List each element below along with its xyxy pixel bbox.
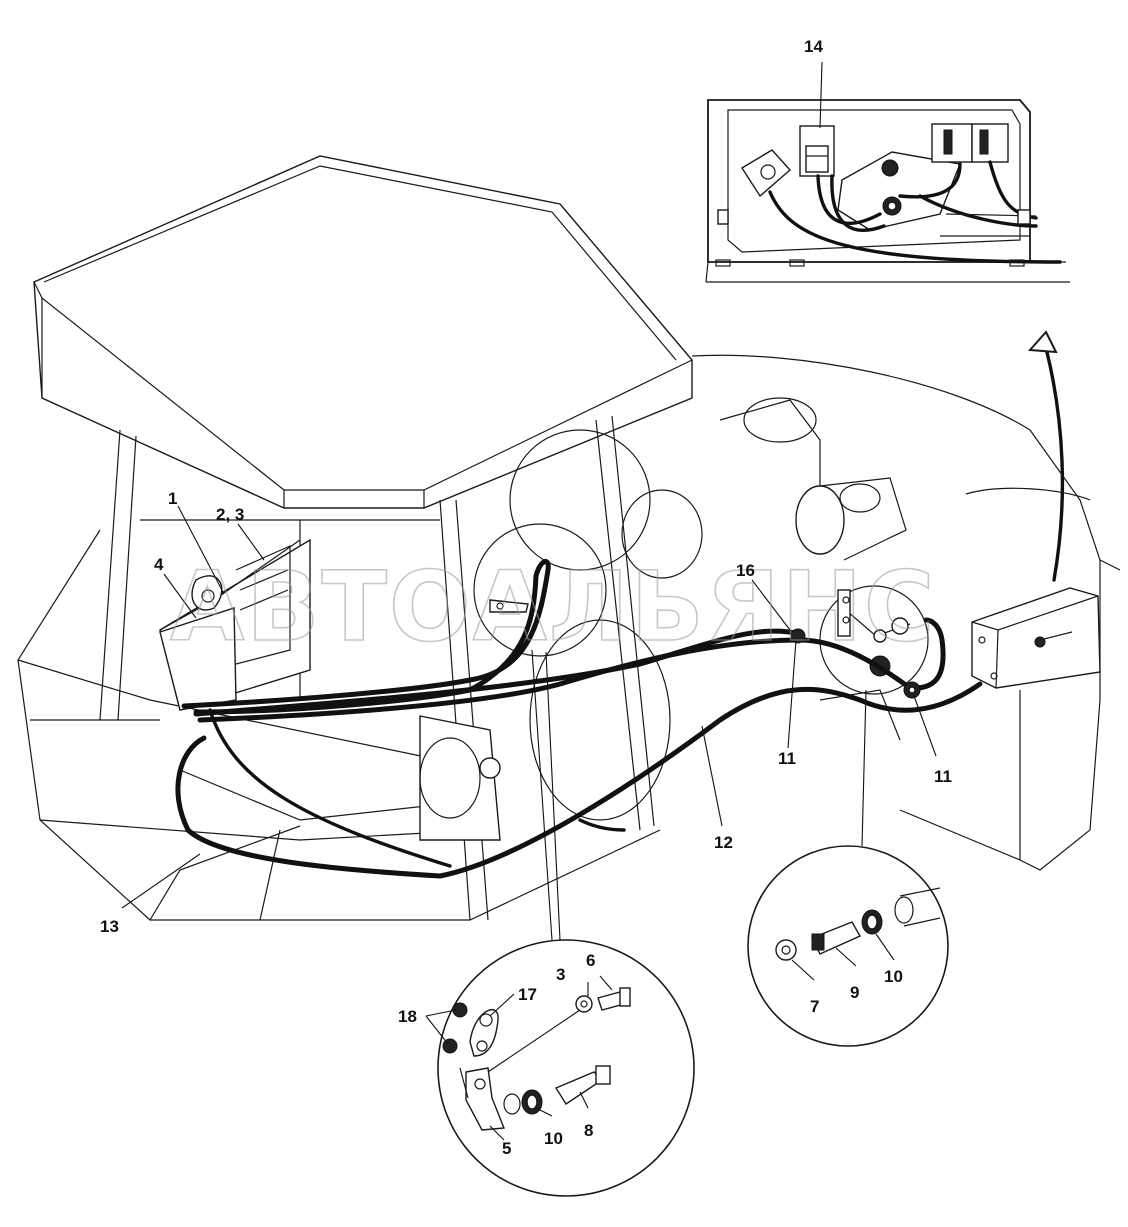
engine-body [419, 354, 1121, 871]
leaders [121, 61, 937, 1141]
detail-label-10-right: 10 [884, 967, 903, 986]
detail-label-3: 3 [556, 965, 565, 984]
detail-label-9: 9 [850, 983, 859, 1002]
detail-label-18: 18 [398, 1007, 417, 1026]
label-12: 12 [714, 833, 733, 852]
control-box [159, 538, 311, 711]
label-2-3: 2, 3 [216, 505, 244, 524]
detail-zone-left [473, 523, 607, 657]
accessory-box [971, 587, 1101, 689]
label-11-left: 11 [778, 749, 796, 768]
direction-arrow [1027, 330, 1065, 582]
detail-label-8: 8 [584, 1121, 593, 1140]
detail-label-6: 6 [586, 951, 595, 970]
detail-circle-left [437, 649, 695, 1197]
cable-harness [175, 559, 983, 879]
label-16: 16 [736, 561, 755, 580]
battery-box-inset [705, 99, 1070, 283]
callout-labels: 1 2, 3 4 14 16 11 11 12 13 3 6 17 18 5 1… [100, 37, 952, 1158]
cab-roof [33, 155, 693, 509]
detail-label-17: 17 [518, 985, 537, 1004]
detail-label-7: 7 [810, 997, 819, 1016]
detail-label-10-left: 10 [544, 1129, 563, 1148]
detail-circle-right [747, 689, 949, 1047]
watermark: АВТОАЛЬЯНС [170, 551, 936, 663]
detail-label-5: 5 [502, 1139, 511, 1158]
label-4: 4 [154, 555, 164, 574]
label-11-right: 11 [934, 767, 952, 786]
label-14: 14 [804, 37, 823, 56]
label-1: 1 [168, 489, 177, 508]
label-13: 13 [100, 917, 119, 936]
terminal-zone-left [489, 599, 529, 613]
